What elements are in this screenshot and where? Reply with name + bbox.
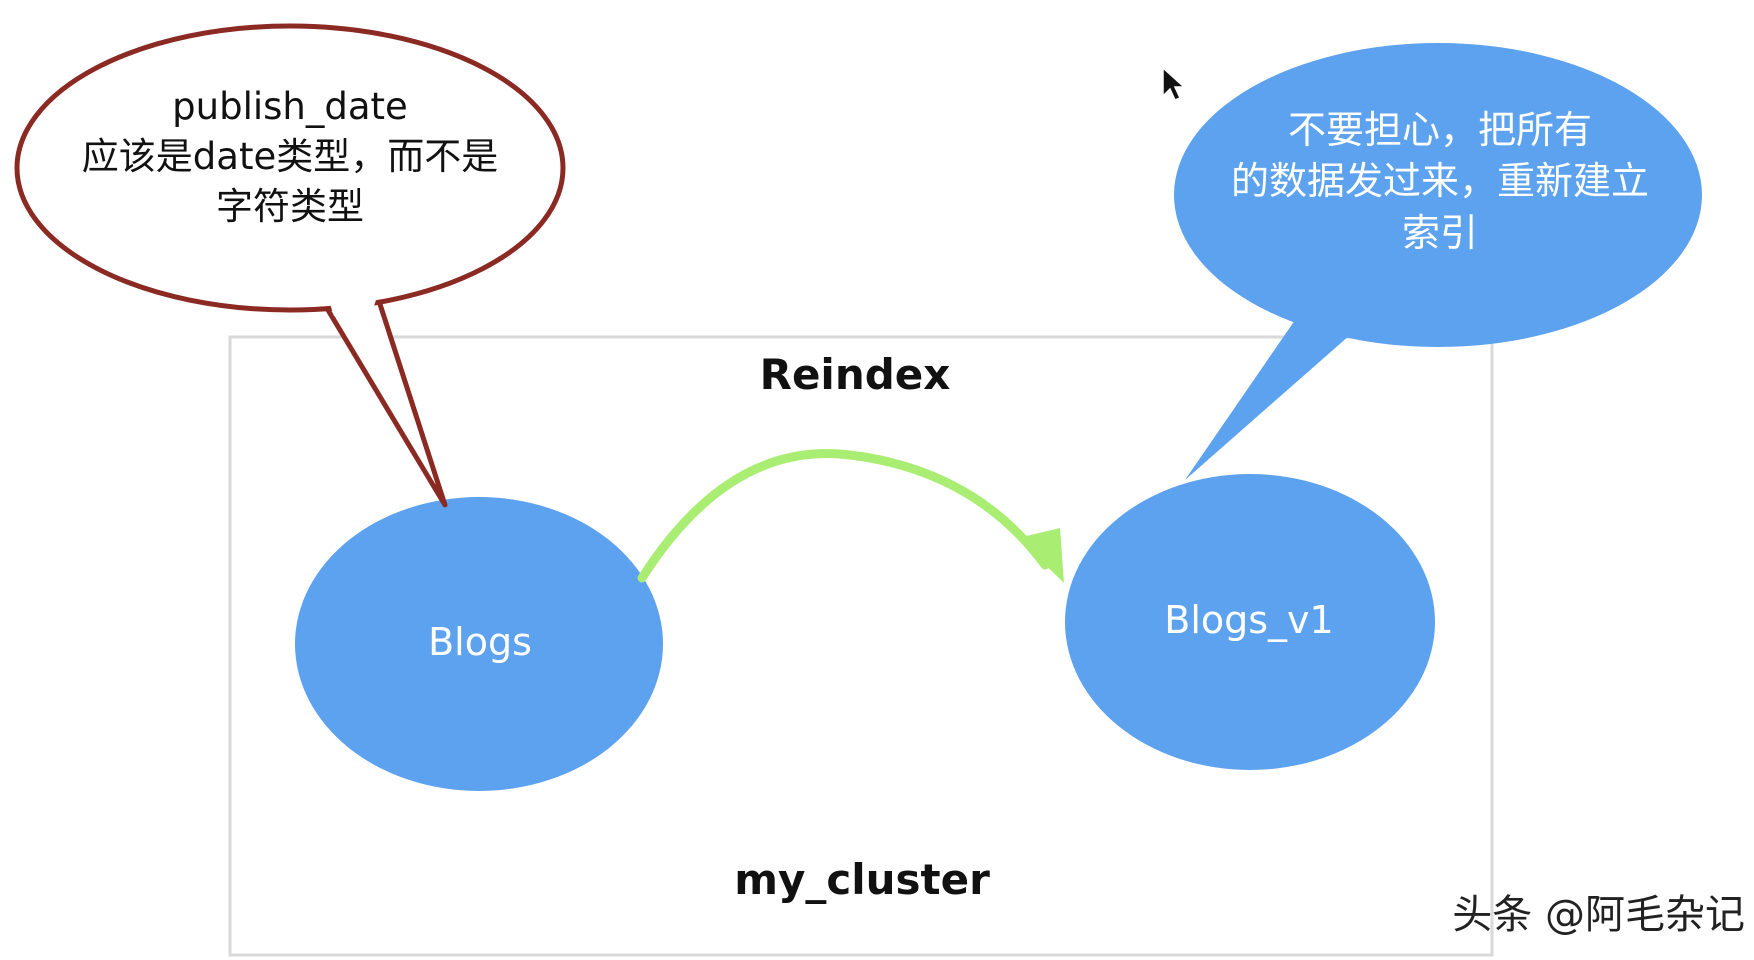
left-callout-ellipse [14, 23, 566, 313]
right-callout-ellipse [1174, 43, 1702, 347]
right-callout-line-3: 索引 [1401, 210, 1478, 255]
left-callout-text: publish_date 应该是date类型，而不是 字符类型 [30, 82, 550, 232]
left-callout-line-3: 字符类型 [216, 184, 364, 228]
watermark: 头条 @阿毛杂记 [1452, 892, 1745, 938]
reindex-arrowhead [1018, 528, 1064, 583]
cluster-label: my_cluster [734, 855, 990, 904]
left-callout-line-1: publish_date [172, 85, 408, 128]
right-callout-tail [1185, 320, 1350, 480]
node-blogs-v1-label: Blogs_v1 [1164, 598, 1334, 642]
right-callout-bubble [1174, 43, 1702, 480]
node-blogs[interactable] [295, 497, 663, 791]
node-blogs-label: Blogs [428, 620, 532, 664]
cluster-frame [228, 335, 1494, 957]
diagram-title: Reindex [759, 350, 951, 399]
node-blogs-v1[interactable] [1065, 474, 1435, 770]
right-callout-line-2: 的数据发过来，重新建立 [1230, 159, 1649, 204]
reindex-arrow [637, 449, 1050, 583]
left-callout-line-2: 应该是date类型，而不是 [81, 134, 499, 178]
left-callout-tail [322, 297, 448, 508]
mouse-cursor-icon [1162, 66, 1186, 101]
left-callout-bubble [14, 23, 566, 508]
right-callout-text: 不要担心，把所有 的数据发过来，重新建立 索引 [1170, 105, 1710, 259]
right-callout-line-1: 不要担心，把所有 [1287, 108, 1592, 152]
